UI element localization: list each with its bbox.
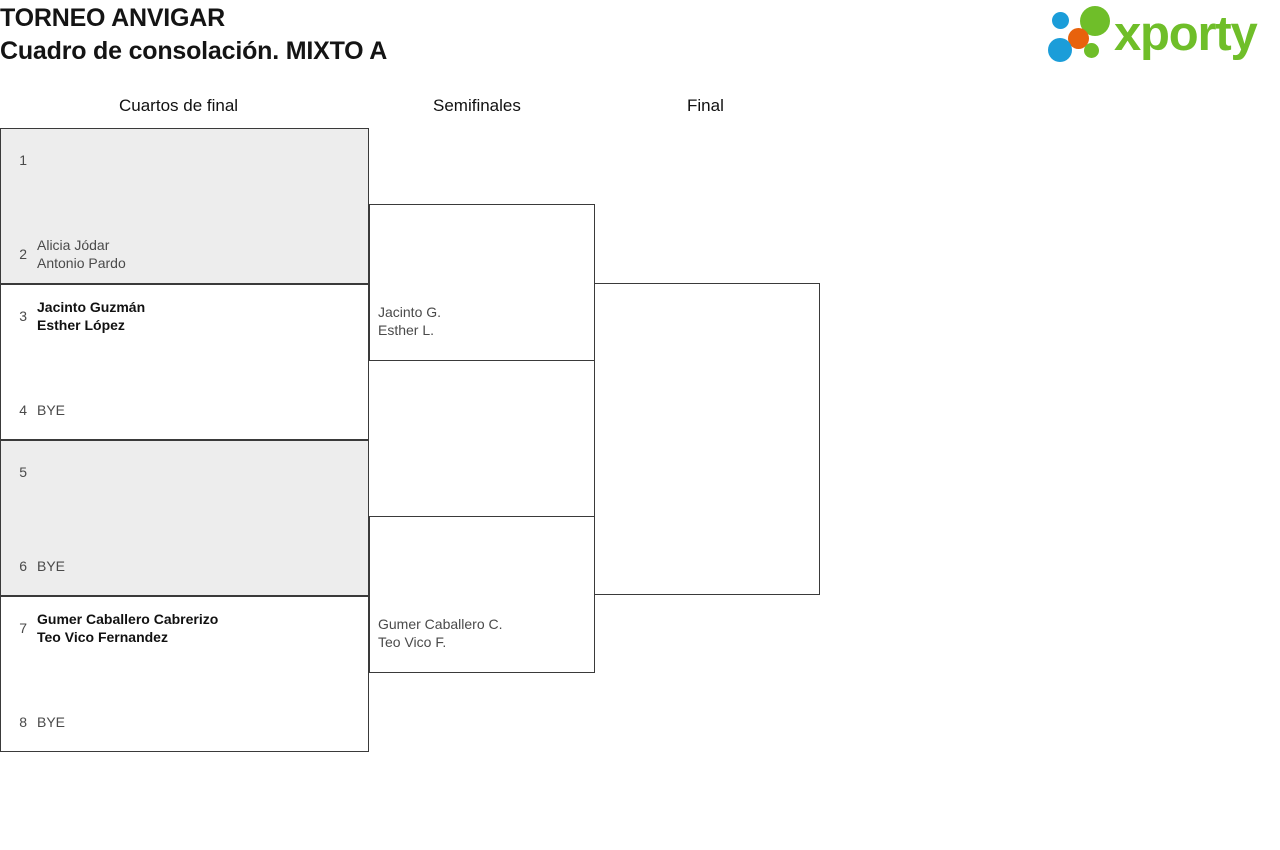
seed-number: 6 [19,558,27,574]
player-name-line-2: Teo Vico F. [378,634,447,650]
player-names: BYE [37,713,65,731]
tournament-name: TORNEO ANVIGAR [0,4,225,32]
logo-wordmark: xporty [1114,7,1258,61]
player-name-line-1: Gumer Caballero Cabrerizo [37,611,219,627]
logo-dot-orange-icon [1068,28,1089,49]
bracket-slot[interactable]: 8 BYE [1,699,370,745]
logo-dot-blue-small-icon [1052,12,1069,29]
page-title: TORNEO ANVIGAR Cuadro de consolación. MI… [0,2,387,68]
bracket-slot[interactable]: 5 [1,449,370,495]
seed-number: 7 [19,620,27,636]
seed-number: 8 [19,714,27,730]
seed-number: 3 [19,308,27,324]
round-header-final: Final [687,96,724,115]
player-name-line-1: BYE [37,558,66,574]
player-name-line-1: Gumer Caballero C. [378,616,503,632]
round-header-quarterfinals: Cuartos de final [119,96,239,115]
quarterfinal-match-1[interactable]: 1 2 Alicia Jódar Antonio Pardo [0,128,369,284]
bracket-slot[interactable]: 2 Alicia Jódar Antonio Pardo [1,231,370,277]
player-names: BYE [37,401,65,419]
bracket-slot[interactable]: 3 Jacinto Guzmán Esther López [1,293,370,339]
player-names: Gumer Caballero Cabrerizo Teo Vico Ferna… [37,610,218,646]
player-names: Alicia Jódar Antonio Pardo [37,236,126,272]
player-name-line-1: Jacinto Guzmán [37,299,146,315]
xporty-logo[interactable]: xporty [1048,4,1276,68]
quarterfinal-match-3[interactable]: 5 6 BYE [0,440,369,596]
final-match[interactable] [594,283,820,595]
semifinal-match-1[interactable]: Jacinto G. Esther L. [369,204,595,361]
player-names: Gumer Caballero C. Teo Vico F. [378,615,503,651]
player-name-line-2: Antonio Pardo [37,255,126,271]
player-name-line-1: Alicia Jódar [37,237,110,253]
bracket-slot[interactable]: 4 BYE [1,387,370,433]
page-header: TORNEO ANVIGAR Cuadro de consolación. MI… [0,0,1280,80]
player-name-line-2: Esther L. [378,322,435,338]
logo-dots-icon [1048,4,1120,68]
bracket-slot[interactable]: 6 BYE [1,543,370,589]
player-name-line-2: Teo Vico Fernandez [37,629,168,645]
bracket-slot[interactable]: 7 Gumer Caballero Cabrerizo Teo Vico Fer… [1,605,370,651]
logo-dot-green-small-icon [1084,43,1099,58]
quarterfinal-match-4[interactable]: 7 Gumer Caballero Cabrerizo Teo Vico Fer… [0,596,369,752]
bracket-slot[interactable]: 1 [1,137,370,183]
player-names: Jacinto Guzmán Esther López [37,298,145,334]
player-names: BYE [37,557,65,575]
seed-number: 5 [19,464,27,480]
player-name-line-2: Esther López [37,317,125,333]
seed-number: 4 [19,402,27,418]
seed-number: 2 [19,246,27,262]
player-name-line-1: BYE [37,714,66,730]
semifinal-match-2[interactable]: Gumer Caballero C. Teo Vico F. [369,516,595,673]
player-names: Jacinto G. Esther L. [378,303,441,339]
seed-number: 1 [19,152,27,168]
player-name-line-1: Jacinto G. [378,304,442,320]
quarterfinal-match-2[interactable]: 3 Jacinto Guzmán Esther López 4 BYE [0,284,369,440]
tournament-subtitle: Cuadro de consolación. MIXTO A [0,37,388,65]
round-header-semifinals: Semifinales [433,96,521,115]
player-name-line-1: BYE [37,402,66,418]
logo-dot-blue-large-icon [1048,38,1072,62]
